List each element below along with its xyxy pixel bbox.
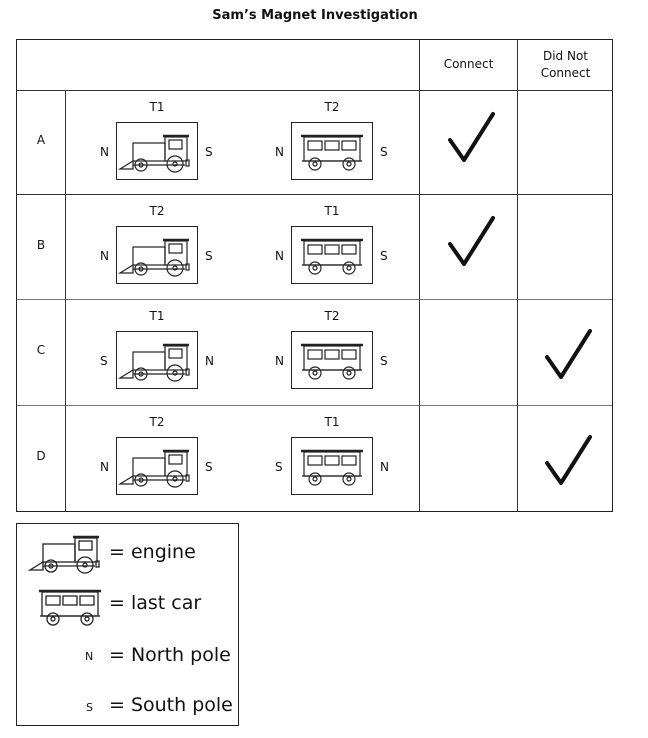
- pole-label-left: N: [275, 145, 284, 159]
- trolley-tag: T1: [149, 309, 165, 323]
- trolley-tag: T2: [324, 309, 340, 323]
- engine-box: [116, 122, 198, 180]
- trolley-tag: T2: [149, 415, 165, 429]
- pole-label-right: N: [205, 354, 214, 368]
- header-did-not-connect-line2: Connect: [540, 66, 591, 80]
- trolley-tag: T1: [324, 415, 340, 429]
- engine-box: [116, 331, 198, 389]
- label-column-divider: [65, 90, 66, 511]
- pole-label-right: S: [205, 145, 213, 159]
- pole-label-left: N: [100, 249, 109, 263]
- trolley-tag: T2: [324, 100, 340, 114]
- legend-north-label: = North pole: [109, 644, 231, 666]
- pole-label-right: S: [380, 354, 388, 368]
- pole-label-left: N: [100, 460, 109, 474]
- last-car-box: [291, 437, 373, 495]
- engine-icon: [27, 535, 100, 574]
- connect-checkmark-icon: [447, 110, 497, 170]
- connect-checkmark-icon: [447, 214, 497, 274]
- did-not-connect-checkmark-icon: [544, 433, 594, 493]
- notconnect-column-divider: [517, 40, 518, 511]
- legend-south-label: = South pole: [109, 694, 233, 716]
- pole-label-right: S: [380, 145, 388, 159]
- engine-box: [116, 226, 198, 284]
- legend: = engine = last car N = North pole S = S…: [16, 523, 239, 726]
- last-car-box: [291, 331, 373, 389]
- legend-south-symbol: S: [86, 701, 93, 714]
- engine-box: [116, 437, 198, 495]
- pole-label-right: S: [380, 249, 388, 263]
- pole-label-left: N: [100, 145, 109, 159]
- pole-label-left: S: [100, 354, 108, 368]
- last-car-box: [291, 122, 373, 180]
- header-divider: [17, 90, 612, 91]
- connect-column-divider: [419, 40, 420, 511]
- pole-label-right: S: [205, 249, 213, 263]
- row-label: C: [36, 343, 46, 357]
- row-divider: [17, 405, 612, 406]
- did-not-connect-checkmark-icon: [544, 327, 594, 387]
- trolley-tag: T2: [149, 204, 165, 218]
- legend-north-symbol: N: [85, 650, 94, 663]
- legend-last-car-label: = last car: [109, 592, 202, 614]
- trolley-tag: T1: [149, 100, 165, 114]
- header-did-not-connect-line1: Did Not: [542, 49, 589, 63]
- pole-label-left: N: [275, 249, 284, 263]
- pole-label-right: S: [205, 460, 213, 474]
- pole-label-left: N: [275, 354, 284, 368]
- header-did-not-connect: Did Not Connect: [518, 48, 613, 82]
- legend-engine-label: = engine: [109, 541, 196, 563]
- row-label: A: [36, 133, 46, 147]
- pole-label-left: S: [275, 460, 283, 474]
- header-connect: Connect: [443, 57, 494, 71]
- diagram-title: Sam’s Magnet Investigation: [212, 8, 418, 23]
- trolley-tag: T1: [324, 204, 340, 218]
- last-car-box: [291, 226, 373, 284]
- row-divider: [17, 299, 612, 300]
- row-label: B: [36, 237, 46, 252]
- row-label: D: [36, 449, 46, 463]
- pole-label-right: N: [380, 460, 389, 474]
- row-divider: [17, 194, 612, 195]
- last-car-icon: [39, 589, 101, 626]
